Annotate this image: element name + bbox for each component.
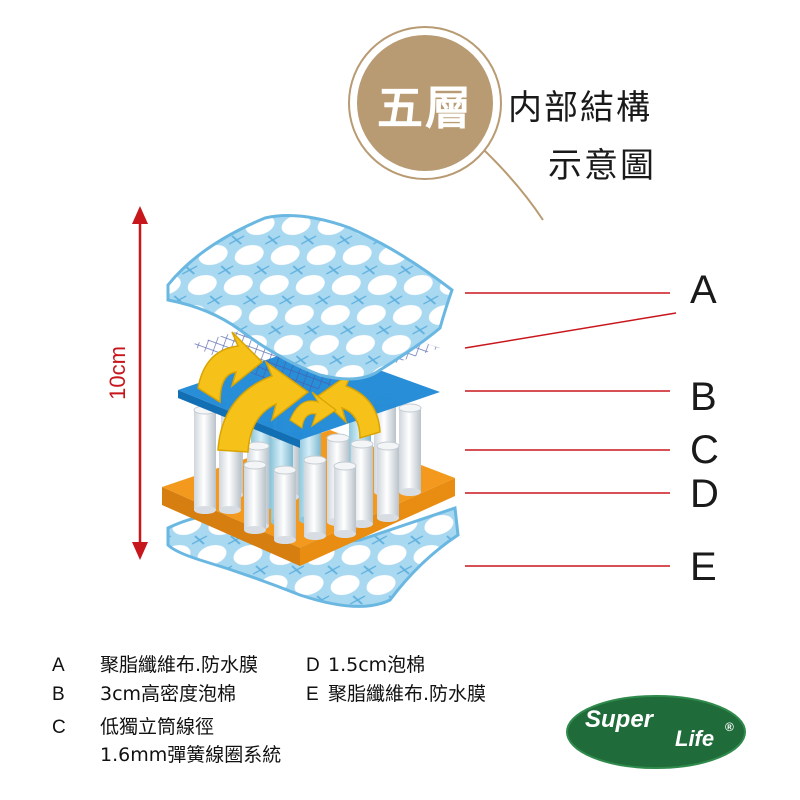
logo-super-text: Super xyxy=(585,706,654,733)
layer-letter-d: D xyxy=(690,472,719,516)
spring-coil xyxy=(350,439,374,528)
legend-text: 低獨立筒線徑 xyxy=(100,716,215,738)
layer-letter-a: A xyxy=(690,268,717,312)
spring-coil xyxy=(333,461,357,538)
legend-key: E xyxy=(306,684,319,705)
title-pointer xyxy=(483,149,544,221)
legend-item-c-continued: 1.6mm彈簧線圈系統 xyxy=(100,740,281,767)
layer-letter-b: B xyxy=(690,375,717,419)
pointer-lines xyxy=(464,292,677,567)
title-circle-text: 五層 xyxy=(377,81,473,135)
legend-item-d: D 1.5cm泡棉 xyxy=(306,650,425,677)
spring-coil xyxy=(193,405,217,514)
logo-registered-mark: ® xyxy=(725,720,734,734)
legend-text: 聚脂纖維布.防水膜 xyxy=(328,683,487,705)
title-line-1: 内部結構 xyxy=(508,88,652,128)
legend-text: 1.5cm泡棉 xyxy=(328,654,426,676)
spring-coil xyxy=(303,455,327,540)
dimension-label: 10cm xyxy=(105,346,130,400)
layer-letter-e: E xyxy=(690,545,717,589)
legend-key: B xyxy=(52,684,65,705)
legend-key: D xyxy=(306,655,320,676)
spring-coil xyxy=(376,441,400,522)
height-arrow xyxy=(132,206,148,560)
spring-coil xyxy=(243,460,267,534)
spring-coil xyxy=(273,465,297,544)
legend-item-c: C 低獨立筒線徑 xyxy=(52,712,214,739)
legend-key: A xyxy=(52,655,65,676)
legend-item-e: E 聚脂纖維布.防水膜 xyxy=(306,679,486,706)
legend-item-a: A 聚脂纖維布.防水膜 xyxy=(52,650,258,677)
title-line-2: 示意圖 xyxy=(548,146,656,186)
legend-text: 3cm高密度泡棉 xyxy=(100,683,237,705)
logo-life-text: Life xyxy=(675,726,715,751)
legend-key: C xyxy=(52,717,66,738)
airflow-arrows xyxy=(197,331,381,453)
legend-item-b: B 3cm高密度泡棉 xyxy=(52,679,236,706)
layer-a-top-quilt xyxy=(166,214,454,381)
legend-text: 1.6mm彈簧線圈系統 xyxy=(100,744,282,766)
layer-letter-c: C xyxy=(690,428,719,472)
superlife-logo: Super Life ® xyxy=(565,694,747,770)
legend-text: 聚脂纖維布.防水膜 xyxy=(100,654,259,676)
title-circle xyxy=(357,35,493,171)
spring-coil xyxy=(398,403,422,496)
